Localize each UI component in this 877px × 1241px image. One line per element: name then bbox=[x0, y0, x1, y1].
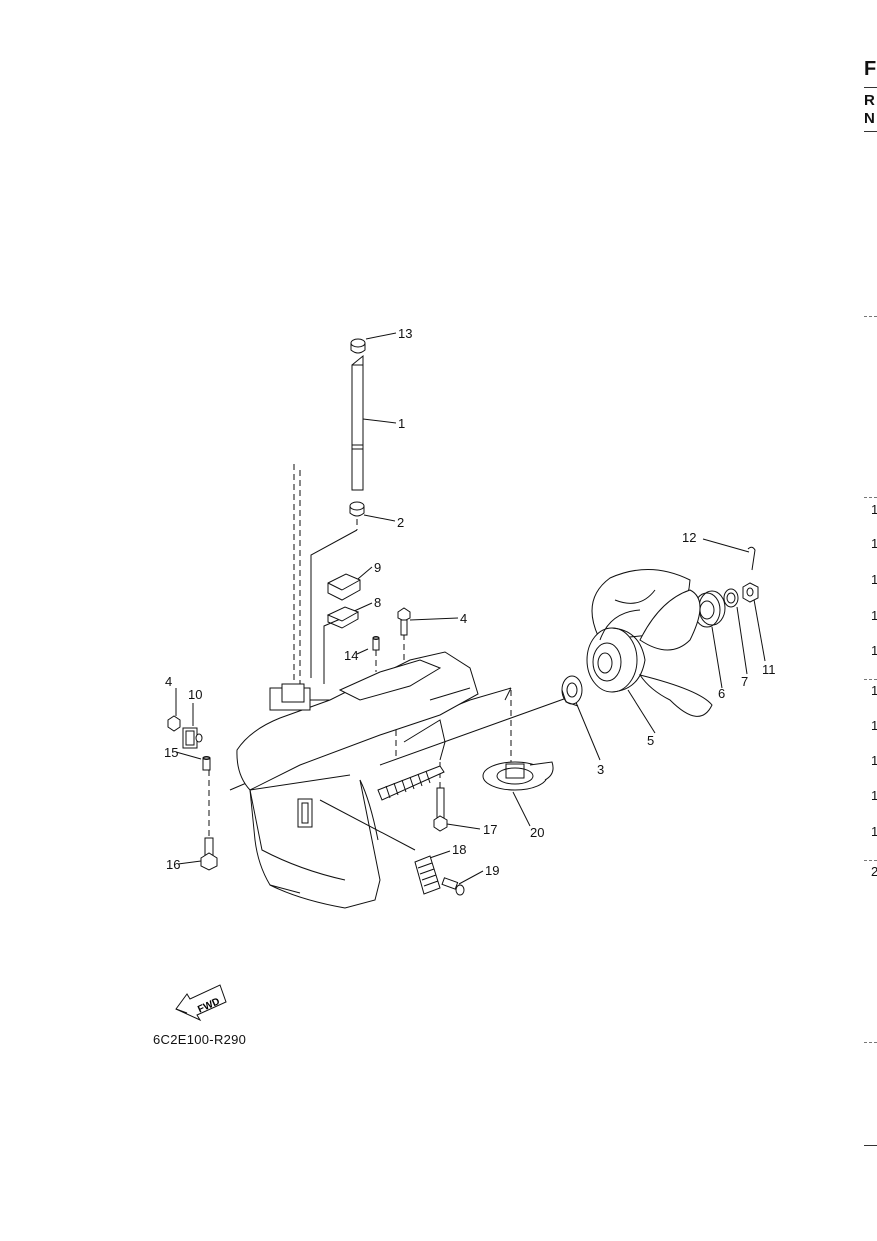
bolt-part-5 bbox=[201, 838, 217, 870]
edge-letter-r: R bbox=[864, 92, 875, 109]
label-part-17: 7 bbox=[741, 674, 748, 689]
label-part-5: 16 bbox=[166, 857, 180, 872]
edge-number: 1 bbox=[871, 608, 877, 623]
edge-number: 1 bbox=[871, 643, 877, 658]
edge-number: 1 bbox=[871, 536, 877, 551]
bushing-part-3 bbox=[351, 339, 365, 353]
grommet-part-10 bbox=[183, 728, 202, 748]
label-part-13: 20 bbox=[530, 825, 544, 840]
fwd-arrow-icon bbox=[176, 985, 226, 1020]
edge-number: 1 bbox=[871, 824, 877, 839]
part-number-labels: 13 1 2 9 8 14 4 4 10 15 16 17 18 19 20 3… bbox=[164, 326, 776, 1015]
edge-dash bbox=[864, 1042, 877, 1043]
label-part-4-lower: 15 bbox=[164, 745, 178, 760]
cotter-pin-part-19 bbox=[748, 547, 755, 570]
label-part-15: 3 bbox=[597, 762, 604, 777]
anode-part-8 bbox=[328, 574, 360, 600]
edge-number: 1 bbox=[871, 502, 877, 517]
spacer-part-15 bbox=[562, 676, 582, 706]
bolt-part-6 bbox=[434, 788, 447, 831]
pin-part-4-lower bbox=[203, 757, 210, 771]
edge-rule bbox=[864, 131, 877, 132]
label-part-3: 13 bbox=[398, 326, 412, 341]
label-part-16: 6 bbox=[718, 686, 725, 701]
lower-unit-housing bbox=[237, 652, 478, 908]
edge-rule bbox=[864, 1145, 877, 1146]
label-part-18: 11 bbox=[762, 662, 776, 677]
label-part-20: 5 bbox=[647, 733, 654, 748]
plate-part-7 bbox=[328, 607, 358, 628]
edge-rule bbox=[864, 87, 877, 88]
label-part-8: 9 bbox=[374, 560, 381, 575]
diagram-reference-code: 6C2E100-R290 bbox=[153, 1032, 247, 1047]
edge-number: 1 bbox=[871, 683, 877, 698]
edge-number: 1 bbox=[871, 572, 877, 587]
edge-dash bbox=[864, 679, 877, 680]
label-part-11: 19 bbox=[485, 863, 499, 878]
seal-part-2 bbox=[350, 502, 364, 516]
grille-part-9 bbox=[415, 856, 440, 894]
pin-part-4-upper bbox=[373, 637, 379, 651]
label-part-9: 18 bbox=[452, 842, 466, 857]
label-part-1: 1 bbox=[398, 416, 405, 431]
drive-shaft-part bbox=[352, 356, 363, 490]
label-part-14: 4 bbox=[460, 611, 467, 626]
label-part-19: 12 bbox=[682, 530, 696, 545]
bolt-part-14 bbox=[398, 608, 410, 635]
edge-dash bbox=[864, 497, 877, 498]
edge-number: 1 bbox=[871, 753, 877, 768]
edge-number: 1 bbox=[871, 718, 877, 733]
propeller-shaft bbox=[378, 766, 444, 800]
nut-part-18 bbox=[743, 583, 758, 602]
edge-number: 2 bbox=[871, 864, 877, 879]
edge-dash bbox=[864, 316, 877, 317]
label-part-6: 17 bbox=[483, 822, 497, 837]
propeller-part-20 bbox=[587, 569, 712, 716]
washer-part-17 bbox=[724, 589, 738, 607]
label-part-4-upper: 14 bbox=[344, 648, 358, 663]
edge-letter-f: F bbox=[864, 58, 877, 80]
label-part-7: 8 bbox=[374, 595, 381, 610]
thrust-washer-part-13 bbox=[483, 762, 553, 790]
bolt-part-12 bbox=[168, 716, 180, 731]
label-part-2: 2 bbox=[397, 515, 404, 530]
edge-number: 1 bbox=[871, 788, 877, 803]
label-part-12: 4 bbox=[165, 674, 172, 689]
edge-dash bbox=[864, 860, 877, 861]
label-part-10: 10 bbox=[188, 687, 202, 702]
screw-part-11 bbox=[442, 878, 464, 895]
edge-letter-n: N bbox=[864, 110, 875, 127]
